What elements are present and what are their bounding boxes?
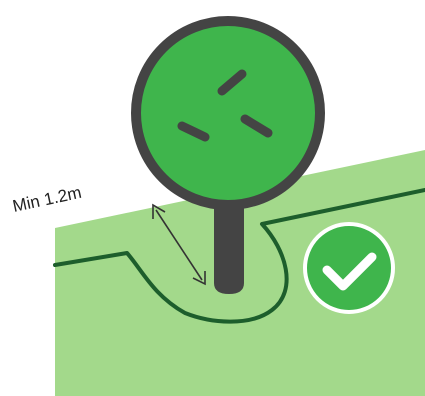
check-circle-icon bbox=[305, 224, 393, 312]
check-badge-circle bbox=[305, 224, 393, 312]
measurement-label: Min 1.2m bbox=[11, 183, 83, 216]
tree-canopy bbox=[136, 21, 320, 205]
